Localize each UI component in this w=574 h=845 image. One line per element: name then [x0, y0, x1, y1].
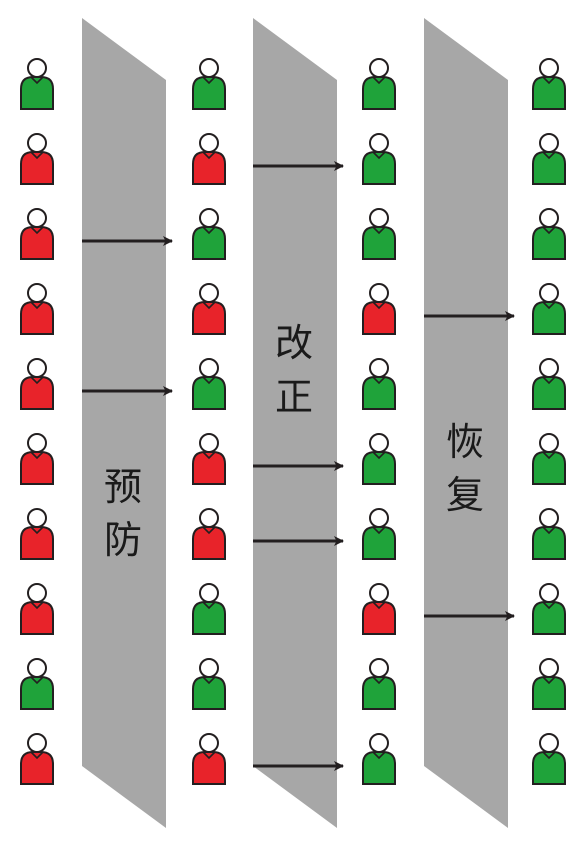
person-icon-red — [192, 733, 226, 785]
stage-label-recovery-2: 复 — [446, 473, 484, 517]
stage-band-prevention — [82, 18, 166, 828]
person-icon-green — [20, 658, 54, 710]
person-icon-red — [20, 283, 54, 335]
person-icon-red — [20, 358, 54, 410]
person-icon-red — [192, 433, 226, 485]
person-icon-green — [20, 58, 54, 110]
person-icon-red — [20, 433, 54, 485]
person-icon-green — [532, 283, 566, 335]
stage-label-correction-1: 改 — [275, 321, 313, 365]
person-icon-green — [362, 658, 396, 710]
person-icon-green — [362, 733, 396, 785]
person-icon-green — [362, 508, 396, 560]
person-icon-red — [362, 283, 396, 335]
person-icon-green — [532, 583, 566, 635]
people-columns — [20, 58, 566, 785]
stage-label-correction-2: 正 — [275, 375, 313, 419]
person-icon-green — [362, 358, 396, 410]
person-icon-red — [192, 133, 226, 185]
person-icon-red — [20, 508, 54, 560]
person-icon-green — [362, 133, 396, 185]
person-icon-green — [532, 358, 566, 410]
stage-band-recovery — [424, 18, 508, 828]
person-icon-green — [192, 658, 226, 710]
person-icon-green — [362, 208, 396, 260]
transition-arrows — [82, 161, 515, 771]
stage-band-correction — [253, 18, 337, 828]
person-icon-green — [532, 733, 566, 785]
person-icon-green — [192, 208, 226, 260]
person-icon-red — [20, 208, 54, 260]
person-icon-red — [20, 733, 54, 785]
person-icon-green — [362, 433, 396, 485]
person-icon-red — [20, 133, 54, 185]
person-icon-green — [362, 58, 396, 110]
person-icon-green — [532, 208, 566, 260]
person-icon-red — [20, 583, 54, 635]
person-icon-green — [192, 583, 226, 635]
stage-label-recovery-1: 恢 — [446, 420, 484, 464]
person-icon-green — [192, 58, 226, 110]
person-icon-green — [532, 658, 566, 710]
person-icon-green — [532, 58, 566, 110]
person-icon-green — [532, 508, 566, 560]
stage-label-prevention-2: 防 — [104, 518, 142, 562]
person-icon-green — [532, 133, 566, 185]
person-icon-green — [532, 433, 566, 485]
person-icon-red — [192, 283, 226, 335]
stage-label-prevention-1: 预 — [104, 465, 142, 509]
person-icon-green — [192, 358, 226, 410]
stage-bands — [82, 18, 508, 828]
person-icon-red — [362, 583, 396, 635]
person-icon-red — [192, 508, 226, 560]
